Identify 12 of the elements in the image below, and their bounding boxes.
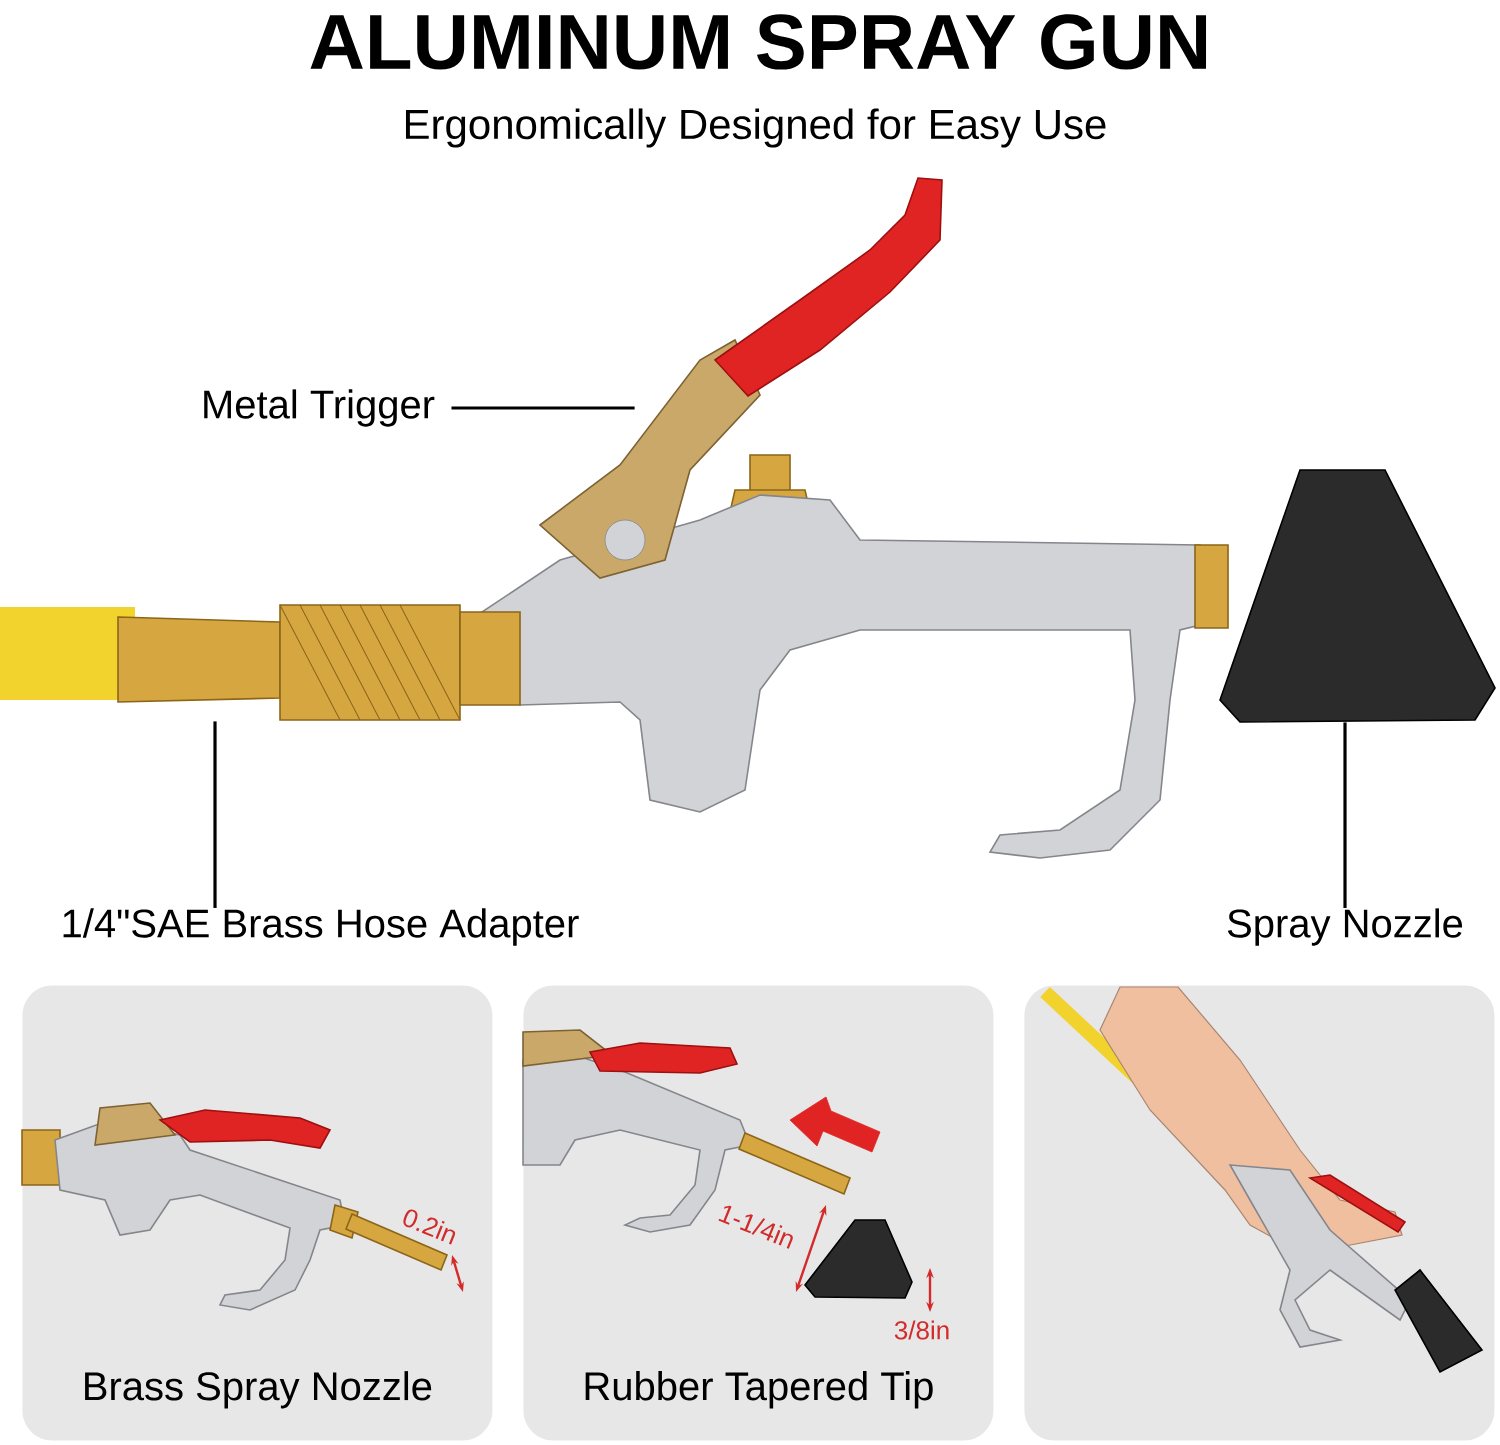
nozzle-drawing	[1194, 469, 1496, 723]
dimension-label: 0.2in	[403, 1209, 456, 1245]
part-label: Metal Trigger	[204, 389, 435, 427]
title: ALUMINUM SPRAY GUN	[310, 14, 1207, 70]
leader-line	[213, 721, 217, 908]
part-label: 1/4"SAE Brass Hose Adapter	[63, 908, 579, 946]
leader-line	[1343, 722, 1347, 908]
leader-line	[451, 406, 635, 410]
dimension-label: 1-1/4in	[718, 1205, 793, 1249]
hose-adapter-drawing	[117, 604, 521, 721]
part-label: Spray Nozzle	[1227, 908, 1463, 946]
dimension-label: 3/8in	[894, 1320, 949, 1340]
